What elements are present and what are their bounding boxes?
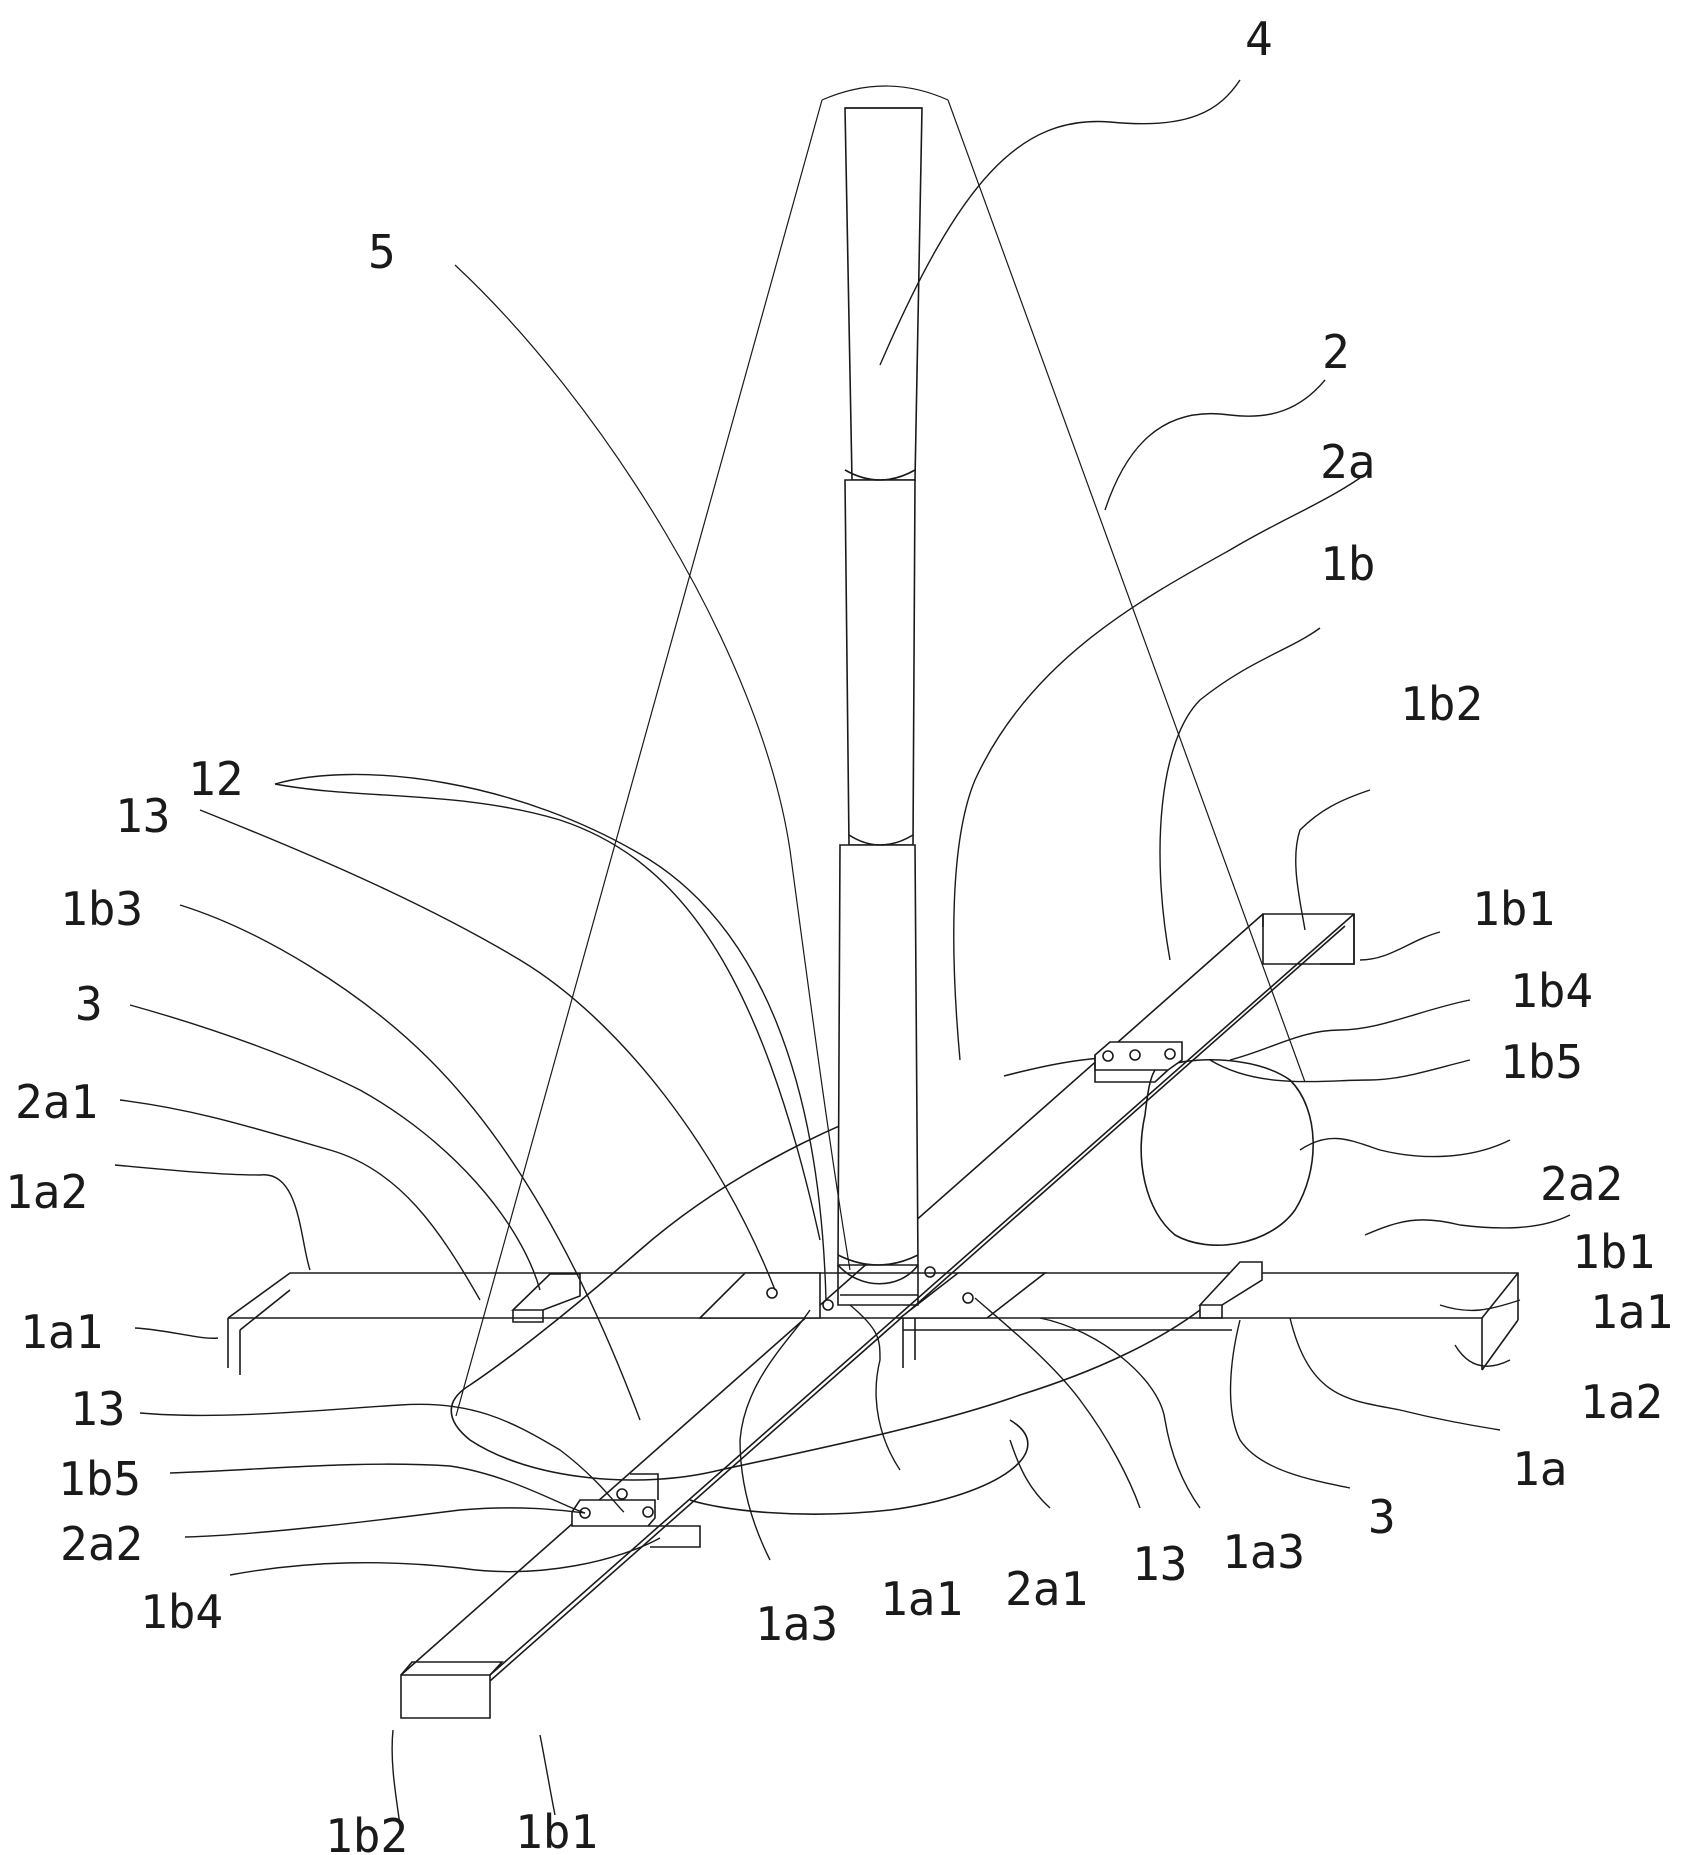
label-2a: 2a	[1320, 435, 1375, 489]
label-5: 5	[368, 225, 396, 279]
label-2a1-left: 2a1	[15, 1075, 98, 1129]
label-4: 4	[1245, 12, 1273, 66]
label-12: 12	[188, 752, 243, 806]
label-1a3-right: 1a3	[1222, 1525, 1305, 1579]
label-13-left: 13	[70, 1382, 125, 1436]
label-1a3-bottom: 1a3	[755, 1597, 838, 1651]
label-13-bottom: 13	[1132, 1537, 1187, 1591]
label-1a1-right: 1a1	[1590, 1285, 1673, 1339]
label-1a: 1a	[1512, 1442, 1567, 1496]
label-13-top-left: 13	[115, 789, 170, 843]
beam-1a	[228, 1273, 1518, 1375]
label-1b3: 1b3	[60, 882, 143, 936]
label-1b5-left: 1b5	[58, 1452, 141, 1506]
label-3-left: 3	[75, 977, 103, 1031]
label-1b1-bottom: 1b1	[515, 1805, 598, 1855]
label-1b5-right: 1b5	[1500, 1035, 1583, 1089]
label-1b1-top-right: 1b1	[1472, 882, 1555, 936]
label-2a2-right: 2a2	[1540, 1157, 1623, 1211]
label-1a2-right: 1a2	[1580, 1375, 1663, 1429]
label-1b4-right: 1b4	[1510, 964, 1593, 1018]
label-2: 2	[1322, 325, 1350, 379]
label-1b2-bottom: 1b2	[325, 1809, 408, 1855]
mast	[823, 108, 935, 1310]
label-2a1-bottom: 2a1	[1005, 1562, 1088, 1616]
cable-5	[455, 265, 850, 1270]
label-1b4-left: 1b4	[140, 1585, 223, 1639]
label-2a2-left: 2a2	[60, 1517, 143, 1571]
label-1b2-top: 1b2	[1400, 677, 1483, 731]
label-1a2-left: 1a2	[5, 1165, 88, 1219]
label-1b1-mid: 1b1	[1572, 1225, 1655, 1279]
label-1a1-bottom: 1a1	[880, 1572, 963, 1626]
label-1a1-left: 1a1	[20, 1305, 103, 1359]
label-3-right: 3	[1368, 1490, 1396, 1544]
label-1b: 1b	[1320, 537, 1375, 591]
